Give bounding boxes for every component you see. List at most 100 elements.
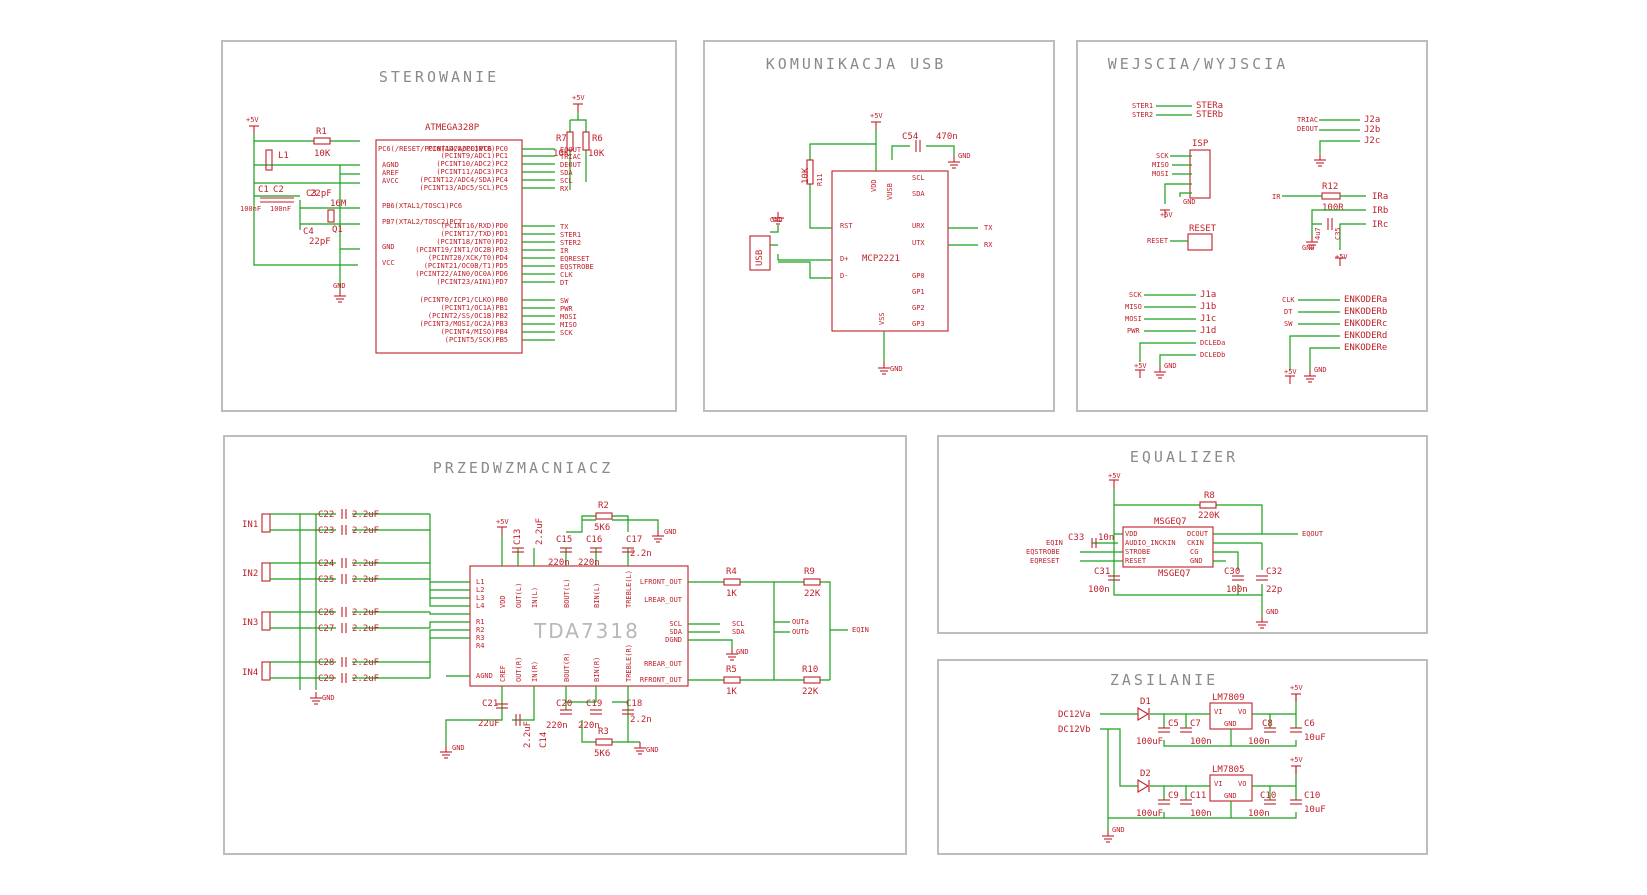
tda-left-pin: R1 [476, 618, 484, 626]
c11-label: C11 [1190, 791, 1206, 801]
r6-label: R6 [592, 134, 603, 144]
tda-right-pin: RREAR_OUT [644, 660, 683, 668]
input-cap-value: 2.2uF [352, 559, 379, 569]
atmega-gnd: GND [382, 243, 395, 251]
atmega-net: DEOUT [560, 161, 582, 169]
r2-label: R2 [598, 501, 609, 511]
atmega-net: TRIAC [560, 153, 581, 161]
r10-label: R10 [802, 665, 818, 675]
tda-bottom-pin: OUT(R) [515, 657, 523, 682]
atmega-label: ATMEGA328P [425, 123, 480, 133]
gnd-tda-bottom-label: GND [452, 744, 465, 752]
io-dcleda: DCLEDa [1200, 339, 1225, 347]
c54-label: C54 [902, 132, 918, 142]
mcp2221-label: MCP2221 [862, 254, 900, 264]
reg1-vi: VI [1214, 708, 1222, 716]
isp-sck: SCK [1156, 152, 1169, 160]
eq-net-reset: EQRESET [1030, 557, 1060, 565]
scl-net: SCL [732, 620, 745, 628]
gnd-symbol [333, 289, 347, 303]
c30-value: 100n [1226, 585, 1248, 595]
input-label: IN1 [242, 520, 258, 530]
c20-value: 220n [546, 721, 568, 731]
r12-resistor [1321, 192, 1341, 200]
tda-right-pin: SDA [669, 628, 682, 636]
tda-left-pin: L2 [476, 586, 484, 594]
eq-net-eqin: EQIN [1046, 539, 1063, 547]
reg1-vo: VO [1238, 708, 1246, 716]
mcp-dminus: D- [840, 272, 848, 280]
c54-value: 470n [936, 132, 958, 142]
c13-label: C13 [513, 529, 523, 545]
vcc-enc [1284, 375, 1296, 385]
c4-label: C4 [303, 227, 314, 237]
atmega-agnd: AGND [382, 161, 399, 169]
c31-value: 100n [1088, 585, 1110, 595]
reg1-gnd: GND [1224, 720, 1237, 728]
r12-value: 100R [1322, 203, 1344, 213]
io-j1a: J1a [1200, 290, 1216, 300]
c35-label: C35 [1334, 227, 1342, 240]
power-in1: DC12Va [1058, 710, 1091, 720]
io-deout: DEOUT [1297, 125, 1319, 133]
r11-value: 10K [801, 167, 811, 184]
input-label: IN4 [242, 668, 258, 678]
mcp-sda: SDA [912, 190, 925, 198]
tda-top-pin: BOUT(L) [563, 578, 571, 608]
rx-label: RX [984, 241, 993, 249]
r9-label: R9 [804, 567, 815, 577]
c18-label: C18 [626, 699, 642, 709]
atmega-pin-label: (PCINT20/XCK/T0)PD4 [428, 254, 508, 262]
atmega-xtal1: PB6(XTAL1/TOSC1)PC6 [382, 202, 462, 210]
r7-label: R7 [556, 134, 567, 144]
mcp-vusb: VUSB [886, 183, 894, 200]
r1-label: R1 [316, 127, 327, 137]
tda-bottom-pin: BIN(R) [593, 657, 601, 682]
r4-label: R4 [726, 567, 737, 577]
gnd-r3-label: GND [646, 746, 659, 754]
c9-value: 100uF [1136, 809, 1163, 819]
io-ster1: STER1 [1132, 102, 1153, 110]
c32-label: C32 [1266, 567, 1282, 577]
atmega-net: RX [560, 185, 569, 193]
usb-connector [749, 235, 771, 271]
atmega-pin-label: (PCINT2/SS/OC1B)PB2 [428, 312, 508, 320]
eq-ckin: CKIN [1187, 539, 1204, 547]
c21-value: 22uF [478, 719, 500, 729]
tda-left-pin: L3 [476, 594, 484, 602]
input-cap-value: 2.2uF [352, 674, 379, 684]
usb-label: USB [755, 250, 765, 266]
atmega-net: MISO [560, 321, 577, 329]
gnd-dgnd-label: GND [736, 648, 749, 656]
gnd-usb-label: GND [770, 216, 783, 224]
title-usb: KOMUNIKACJA USB [766, 55, 946, 73]
c2-value: 100nF [270, 205, 291, 213]
c2-label: C2 [273, 185, 284, 195]
c3-label: C3 [306, 189, 317, 199]
atmega-pin-label: (PCINT22/AIN0/OC0A)PD6 [415, 270, 508, 278]
gnd-tda-bottom [439, 745, 453, 759]
tda-bottom-pin: CREF [499, 665, 507, 682]
c1-label: C1 [258, 185, 269, 195]
io-enka: ENKODERa [1344, 295, 1387, 305]
gnd-mcp-label: GND [890, 365, 903, 373]
vcc-symbol [248, 125, 260, 135]
atmega-pin-label: (PCINT17/TXD)PD1 [441, 230, 508, 238]
vcc-tda-label: +5V [496, 518, 509, 526]
r9-resistor [803, 578, 821, 586]
io-j1-pwr: PWR [1127, 327, 1140, 335]
atmega-pin-label: (PCINT10/ADC2)PC2 [436, 160, 508, 168]
gnd-power-label: GND [1112, 826, 1125, 834]
io-enkb: ENKODERb [1344, 307, 1387, 317]
vcc-ir-label: +5V [1335, 253, 1348, 261]
r3-label: R3 [598, 727, 609, 737]
tda-right-pin: LREAR_OUT [644, 596, 683, 604]
c30-label: C30 [1224, 567, 1240, 577]
sda-net: SDA [732, 628, 745, 636]
gnd-tda-top [651, 529, 665, 543]
isp-miso: MISO [1152, 161, 1169, 169]
mcp-scl: SCL [912, 174, 925, 182]
